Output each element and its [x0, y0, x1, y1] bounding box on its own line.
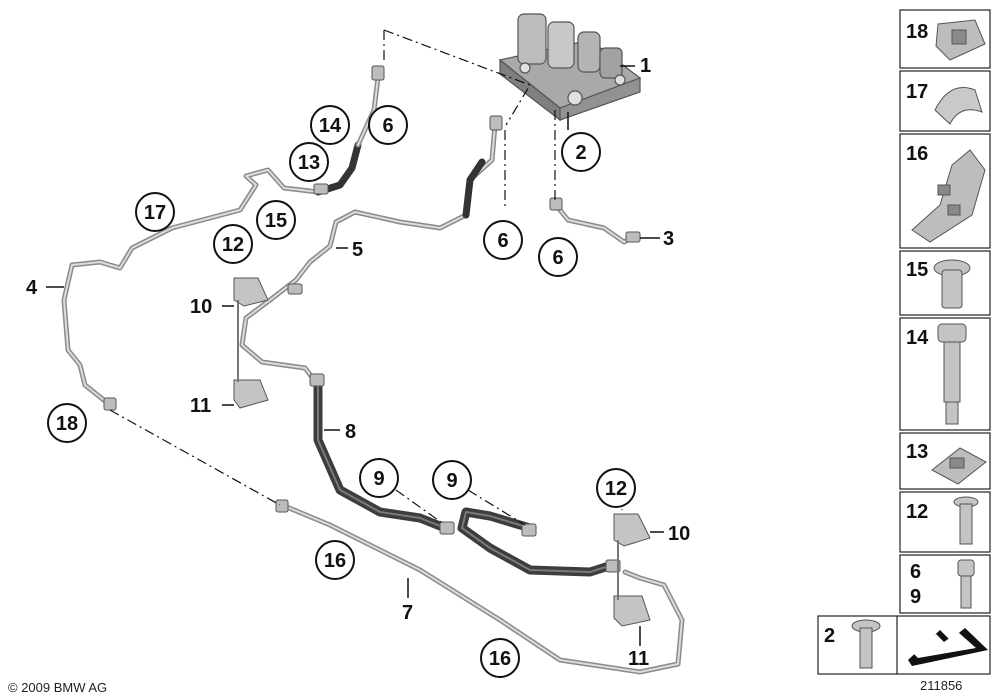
legend-part-16-icon — [911, 149, 986, 243]
callout-13: 13 — [298, 152, 320, 174]
legend-6: 6 — [910, 561, 921, 583]
legend-part-15-icon — [933, 259, 971, 309]
callout-6c-circle — [538, 237, 578, 277]
callout-9b: 9 — [446, 470, 457, 492]
copyright: © 2009 BMW AG — [8, 680, 107, 695]
diagram-number: 211856 — [920, 678, 962, 693]
callout-16a: 16 — [324, 550, 346, 572]
callout-3: 3 — [663, 228, 674, 250]
line-5 — [239, 122, 498, 388]
legend-15: 15 — [906, 259, 928, 281]
callout-11a: 11 — [190, 395, 211, 417]
line-3 — [553, 202, 639, 245]
legend-18: 18 — [906, 21, 928, 43]
callout-1: 1 — [640, 55, 651, 77]
arrow-icon — [908, 628, 988, 666]
callout-4: 4 — [26, 277, 38, 299]
legend-part-6-9-icon — [957, 559, 975, 609]
legend-17: 17 — [906, 81, 928, 103]
brackets-right — [613, 513, 651, 627]
legend-12: 12 — [906, 501, 928, 523]
callout-12b: 12 — [605, 478, 627, 500]
callout-12b-circle — [596, 468, 636, 508]
brackets-left — [233, 277, 269, 409]
legend-2: 2 — [824, 625, 835, 647]
hose-upper-left — [314, 141, 362, 196]
callout-11b: 11 — [628, 648, 649, 670]
callout-16a-circle — [315, 540, 355, 580]
legend-part-2-icon — [851, 619, 881, 669]
callout-15: 15 — [265, 210, 287, 232]
legend-part-14-icon — [937, 323, 967, 425]
callout-14: 14 — [319, 115, 342, 137]
callout-18-circle — [47, 403, 87, 443]
callout-10a: 10 — [190, 296, 212, 318]
callout-2-circle — [561, 132, 601, 172]
callout-9b-circle — [432, 460, 472, 500]
leader-lines — [46, 65, 664, 646]
callout-6b: 6 — [497, 230, 508, 252]
callout-18: 18 — [56, 413, 78, 435]
callout-6a-circle — [368, 105, 408, 145]
legend-part-12-icon — [953, 496, 979, 545]
hose-8 — [313, 380, 450, 533]
parts-legend: 18 17 16 15 14 13 12 6 9 2 — [817, 9, 991, 675]
callout-16b-circle — [480, 638, 520, 678]
callout-10b: 10 — [668, 523, 690, 545]
fittings — [103, 65, 641, 573]
legend-14: 14 — [906, 327, 929, 349]
callouts: 1 2 3 4 5 6 6 6 7 8 9 9 10 10 11 11 12 1… — [26, 55, 690, 678]
legend-part-13-icon — [931, 447, 987, 485]
callout-9a-circle — [359, 458, 399, 498]
valve-block — [498, 13, 642, 122]
legend-13: 13 — [906, 441, 928, 463]
legend-part-17-icon — [934, 87, 983, 125]
callout-15-circle — [256, 200, 296, 240]
callout-6a: 6 — [382, 115, 393, 137]
callout-12a: 12 — [222, 234, 244, 256]
hose-9 — [457, 507, 617, 577]
callout-6b-circle — [483, 220, 523, 260]
callout-16b: 16 — [489, 648, 511, 670]
callout-17-circle — [135, 192, 175, 232]
callout-7: 7 — [402, 602, 413, 624]
legend-16: 16 — [906, 143, 928, 165]
callout-9a: 9 — [373, 468, 384, 490]
callout-17: 17 — [144, 202, 166, 224]
legend-9: 9 — [910, 586, 921, 608]
callout-6c: 6 — [552, 247, 563, 269]
legend-part-18-icon — [935, 19, 986, 61]
callout-5: 5 — [352, 239, 363, 261]
callout-2: 2 — [575, 142, 586, 164]
callout-14-circle — [310, 105, 350, 145]
callout-12a-circle — [213, 224, 253, 264]
callout-8: 8 — [345, 421, 356, 443]
callout-13-circle — [289, 142, 329, 182]
